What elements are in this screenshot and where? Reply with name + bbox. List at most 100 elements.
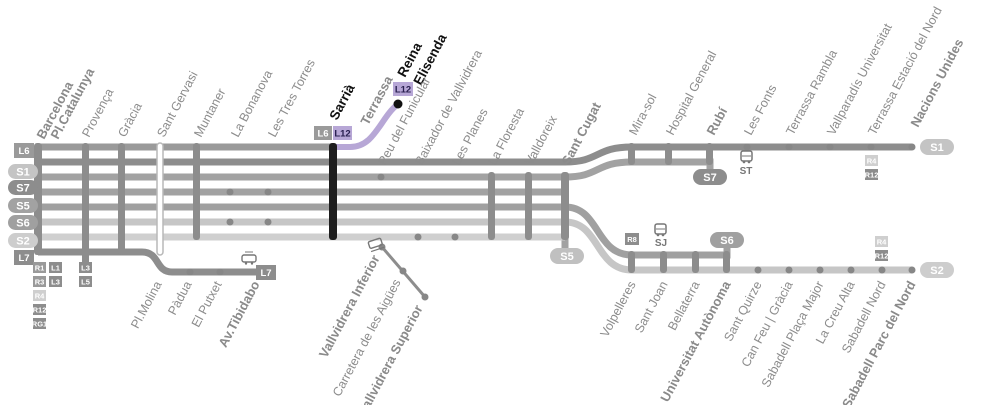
- tag-r3-label: R3: [35, 278, 45, 287]
- station-label-gracia: Gràcia: [115, 100, 145, 139]
- pill-s7-end-label: S7: [703, 172, 716, 184]
- badge-l12-sarria-label: L12: [334, 129, 350, 140]
- tag-r3[interactable]: [33, 276, 46, 287]
- pill-s1[interactable]: [8, 164, 38, 179]
- pill-s5[interactable]: [8, 198, 38, 213]
- tag-r4[interactable]: [33, 290, 46, 301]
- interchange-valldoreix[interactable]: [525, 172, 532, 240]
- tag-r8-label: R8: [627, 235, 637, 244]
- badge-l6-sarria[interactable]: [314, 126, 332, 140]
- station-dot[interactable]: [186, 268, 194, 276]
- tag-l1[interactable]: [49, 262, 62, 273]
- station-dot[interactable]: [785, 143, 793, 151]
- station-dot[interactable]: [414, 233, 422, 241]
- tag-l3[interactable]: [49, 276, 62, 287]
- line-l7-track[interactable]: [38, 248, 258, 276]
- station-dot[interactable]: [451, 233, 459, 241]
- interchange-sant-joan[interactable]: [660, 251, 667, 273]
- tag-rg1[interactable]: [33, 318, 46, 329]
- interchange-uab[interactable]: [723, 251, 730, 273]
- station-label-muntaner: Muntaner: [191, 86, 228, 139]
- pill-s7[interactable]: [8, 180, 38, 195]
- interchange-mira-sol[interactable]: [628, 143, 635, 165]
- station-dot[interactable]: [264, 218, 272, 226]
- interchange-gracia[interactable]: [118, 143, 125, 255]
- pill-s6-end-label: S6: [720, 235, 733, 247]
- pill-s2[interactable]: [8, 233, 38, 248]
- interchange-la-floresta[interactable]: [488, 172, 495, 240]
- station-dot[interactable]: [847, 266, 855, 274]
- tag-l3-label: L3: [51, 278, 60, 287]
- line-l12-track[interactable]: [333, 101, 400, 150]
- station-dot[interactable]: [754, 266, 762, 274]
- station-label-les-planes: Les Planes: [449, 106, 490, 167]
- station-dot[interactable]: [264, 188, 272, 196]
- interchange-muntaner[interactable]: [193, 143, 200, 240]
- station-dot[interactable]: [226, 188, 234, 196]
- station-label-rubi: Rubí: [703, 105, 730, 138]
- station-label-volpelleres: Volpelleres: [598, 279, 639, 340]
- tag-l3-provenca[interactable]: [79, 262, 92, 273]
- tag-l5-provenca-label: L5: [81, 278, 90, 287]
- badge-l6-label: L6: [18, 146, 29, 157]
- interchange-sant-gervasi[interactable]: [156, 142, 164, 256]
- station-dot[interactable]: [816, 266, 824, 274]
- pill-s6-label: S6: [16, 218, 29, 230]
- tag-r12[interactable]: [33, 304, 46, 315]
- tag-r12-terrassa-nord[interactable]: [865, 169, 878, 180]
- station-dot[interactable]: [785, 266, 793, 274]
- interchange-rubi[interactable]: [706, 143, 713, 165]
- station-label-padua: Pàdua: [165, 279, 194, 318]
- bus-sj-label: SJ: [655, 238, 667, 249]
- pill-s2-end-label: S2: [930, 265, 943, 277]
- pill-s6[interactable]: [8, 215, 38, 230]
- tag-l3-provenca-label: L3: [81, 264, 90, 273]
- tag-l1-label: L1: [51, 264, 60, 273]
- pill-s5-label: S5: [16, 201, 29, 213]
- station-dot[interactable]: [826, 143, 834, 151]
- station-dot[interactable]: [867, 143, 875, 151]
- tag-r8[interactable]: [625, 233, 639, 245]
- badge-l6[interactable]: [14, 143, 34, 158]
- badge-l7[interactable]: [14, 250, 34, 265]
- pill-s2-end[interactable]: [920, 262, 954, 278]
- station-dots: [186, 99, 916, 301]
- pill-s6-end[interactable]: [710, 232, 744, 248]
- pill-s5-end[interactable]: [550, 248, 584, 264]
- interchange-bellaterra[interactable]: [692, 251, 699, 273]
- station-dot[interactable]: [226, 218, 234, 226]
- station-dot[interactable]: [908, 266, 916, 274]
- station-dot[interactable]: [216, 268, 224, 276]
- tag-r12-sabadell-nord-label: R12: [875, 252, 889, 261]
- tag-r12-sabadell-nord[interactable]: [875, 250, 888, 261]
- badge-l12-reina[interactable]: [393, 82, 413, 96]
- tag-l5-provenca[interactable]: [79, 276, 92, 287]
- tag-r4-sabadell-nord-label: R4: [877, 238, 887, 247]
- tag-r12-label: R12: [33, 306, 47, 315]
- station-dot[interactable]: [878, 266, 886, 274]
- interchange-hospital-general[interactable]: [665, 143, 672, 165]
- pill-s1-end[interactable]: [920, 139, 954, 155]
- station-dot-reina-elisenda[interactable]: [393, 99, 403, 109]
- interchange-provenca[interactable]: [82, 143, 89, 273]
- station-label-mira-sol: Mira-sol: [626, 92, 659, 138]
- badge-l12-sarria[interactable]: [333, 126, 352, 140]
- interchange-sarria[interactable]: [329, 143, 337, 240]
- station-dot[interactable]: [421, 293, 429, 301]
- station-dot[interactable]: [399, 267, 407, 275]
- badge-l7-end[interactable]: [256, 265, 276, 280]
- pill-s7-end[interactable]: [693, 169, 727, 185]
- tag-r4-sabadell-nord[interactable]: [875, 236, 888, 247]
- left-line-pills: L6 S1 S7 S5 S6 S2 L7: [8, 143, 38, 265]
- line-s2-track[interactable]: [38, 218, 912, 274]
- interchange-volpelleres[interactable]: [628, 251, 635, 273]
- station-dot[interactable]: [377, 173, 385, 181]
- tag-r4-terrassa-nord[interactable]: [865, 155, 878, 166]
- station-dot[interactable]: [743, 143, 751, 151]
- station-label-les-tres-torres: Les Tres Torres: [265, 57, 318, 139]
- tag-r1[interactable]: [33, 262, 46, 273]
- pill-s1-label: S1: [16, 167, 29, 179]
- station-dot[interactable]: [908, 143, 916, 151]
- interchange-sant-cugat[interactable]: [561, 172, 569, 240]
